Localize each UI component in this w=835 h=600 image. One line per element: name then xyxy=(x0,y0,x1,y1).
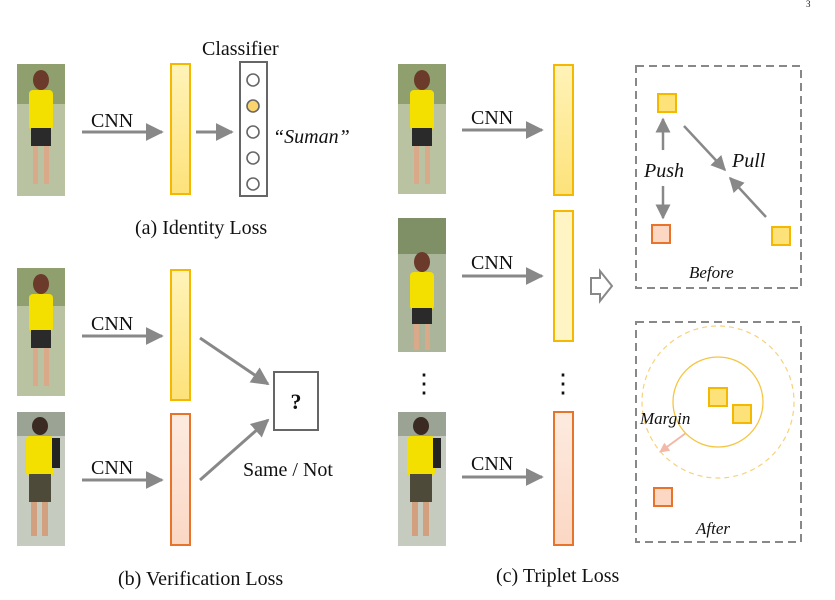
verification-box xyxy=(273,371,319,431)
panel-a: CNN Classifier “Suman” (a) Identity Loss xyxy=(17,38,350,239)
margin-arrow xyxy=(659,432,687,453)
margin-outer-circle xyxy=(641,325,795,479)
page-marker: 3 xyxy=(806,0,811,9)
ellipsis-photos: ⋮ xyxy=(411,369,437,398)
person-photo-c-2 xyxy=(398,218,446,352)
cnn-label-b-top: CNN xyxy=(91,313,133,335)
feature-bar-b-bottom xyxy=(170,413,191,546)
classifier-node xyxy=(246,125,260,139)
before-title: Before xyxy=(689,263,734,282)
pull-label: Pull xyxy=(731,150,766,172)
classifier-node xyxy=(246,151,260,165)
panel-c: CNN CNN ⋮ ⋮ CNN xyxy=(398,64,802,587)
transition-arrow xyxy=(590,268,614,304)
verify-arrow-top xyxy=(199,336,270,386)
cnn-label-c-2: CNN xyxy=(471,252,513,274)
anchor-square xyxy=(708,387,728,407)
cnn-label-c-1: CNN xyxy=(471,107,513,129)
feature-bar-c-positive xyxy=(553,210,574,342)
feature-bar-a xyxy=(170,63,191,195)
margin-label: Margin xyxy=(639,409,690,428)
pull-arrow-anchor xyxy=(683,125,727,172)
feature-bar-c-negative xyxy=(553,411,574,546)
verification-decision: Same / Not xyxy=(243,459,333,481)
caption-c: (c) Triplet Loss xyxy=(496,565,620,587)
identity-label: “Suman” xyxy=(273,126,350,148)
cnn-label-c-3: CNN xyxy=(471,453,513,475)
ellipsis-bars: ⋮ xyxy=(550,369,576,398)
person-photo-a xyxy=(17,64,65,196)
person-photo-b-top xyxy=(17,268,65,396)
positive-square xyxy=(771,226,791,246)
panel-b: CNN CNN ? Same / Not (b) Verification Lo… xyxy=(17,268,333,590)
caption-b: (b) Verification Loss xyxy=(118,568,283,590)
classifier-node-active xyxy=(246,99,260,113)
person-photo-b-bottom xyxy=(17,412,65,546)
after-box: Margin After xyxy=(635,321,802,543)
person-photo-c-1 xyxy=(398,64,446,194)
pull-arrow-positive xyxy=(728,176,767,218)
feature-bar-b-top xyxy=(170,269,191,401)
negative-square xyxy=(653,487,673,507)
after-title: After xyxy=(695,519,730,538)
before-box: Push Pull Before xyxy=(635,65,802,289)
push-label: Push xyxy=(643,160,684,182)
classifier-title: Classifier xyxy=(202,38,279,60)
feature-bar-c-anchor xyxy=(553,64,574,196)
positive-square xyxy=(732,404,752,424)
verify-arrow-bottom xyxy=(199,418,270,482)
cnn-label-b-bottom: CNN xyxy=(91,457,133,479)
classifier-node xyxy=(246,73,260,87)
anchor-square xyxy=(657,93,677,113)
verification-question: ? xyxy=(291,389,302,414)
caption-a: (a) Identity Loss xyxy=(135,217,267,239)
negative-square xyxy=(651,224,671,244)
classifier-node xyxy=(246,177,260,191)
margin-inner-circle xyxy=(672,356,764,448)
cnn-label-a: CNN xyxy=(91,110,133,132)
person-photo-c-3 xyxy=(398,412,446,546)
